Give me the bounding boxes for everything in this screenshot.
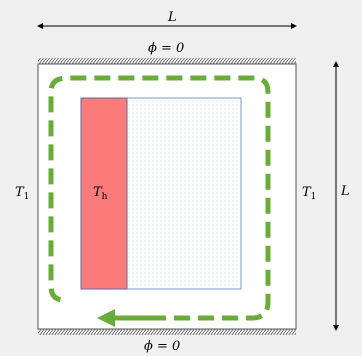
bottom-wall-hatch	[38, 328, 296, 335]
right-dimension-label: L	[340, 184, 350, 199]
flow-arrowhead-icon	[97, 309, 115, 327]
top-boundary-label: ϕ = 0	[148, 41, 184, 56]
bottom-boundary-label: ϕ = 0	[144, 339, 180, 354]
top-wall-hatch	[38, 58, 296, 65]
hot-region-label: Th	[93, 185, 108, 202]
right-wall-label: T1	[302, 185, 316, 202]
circulation-flow-path	[48, 75, 271, 321]
left-wall-label: T1	[15, 185, 29, 202]
dotted-region	[125, 97, 242, 290]
top-dimension-label: L	[167, 10, 177, 25]
hot-region	[80, 97, 128, 290]
